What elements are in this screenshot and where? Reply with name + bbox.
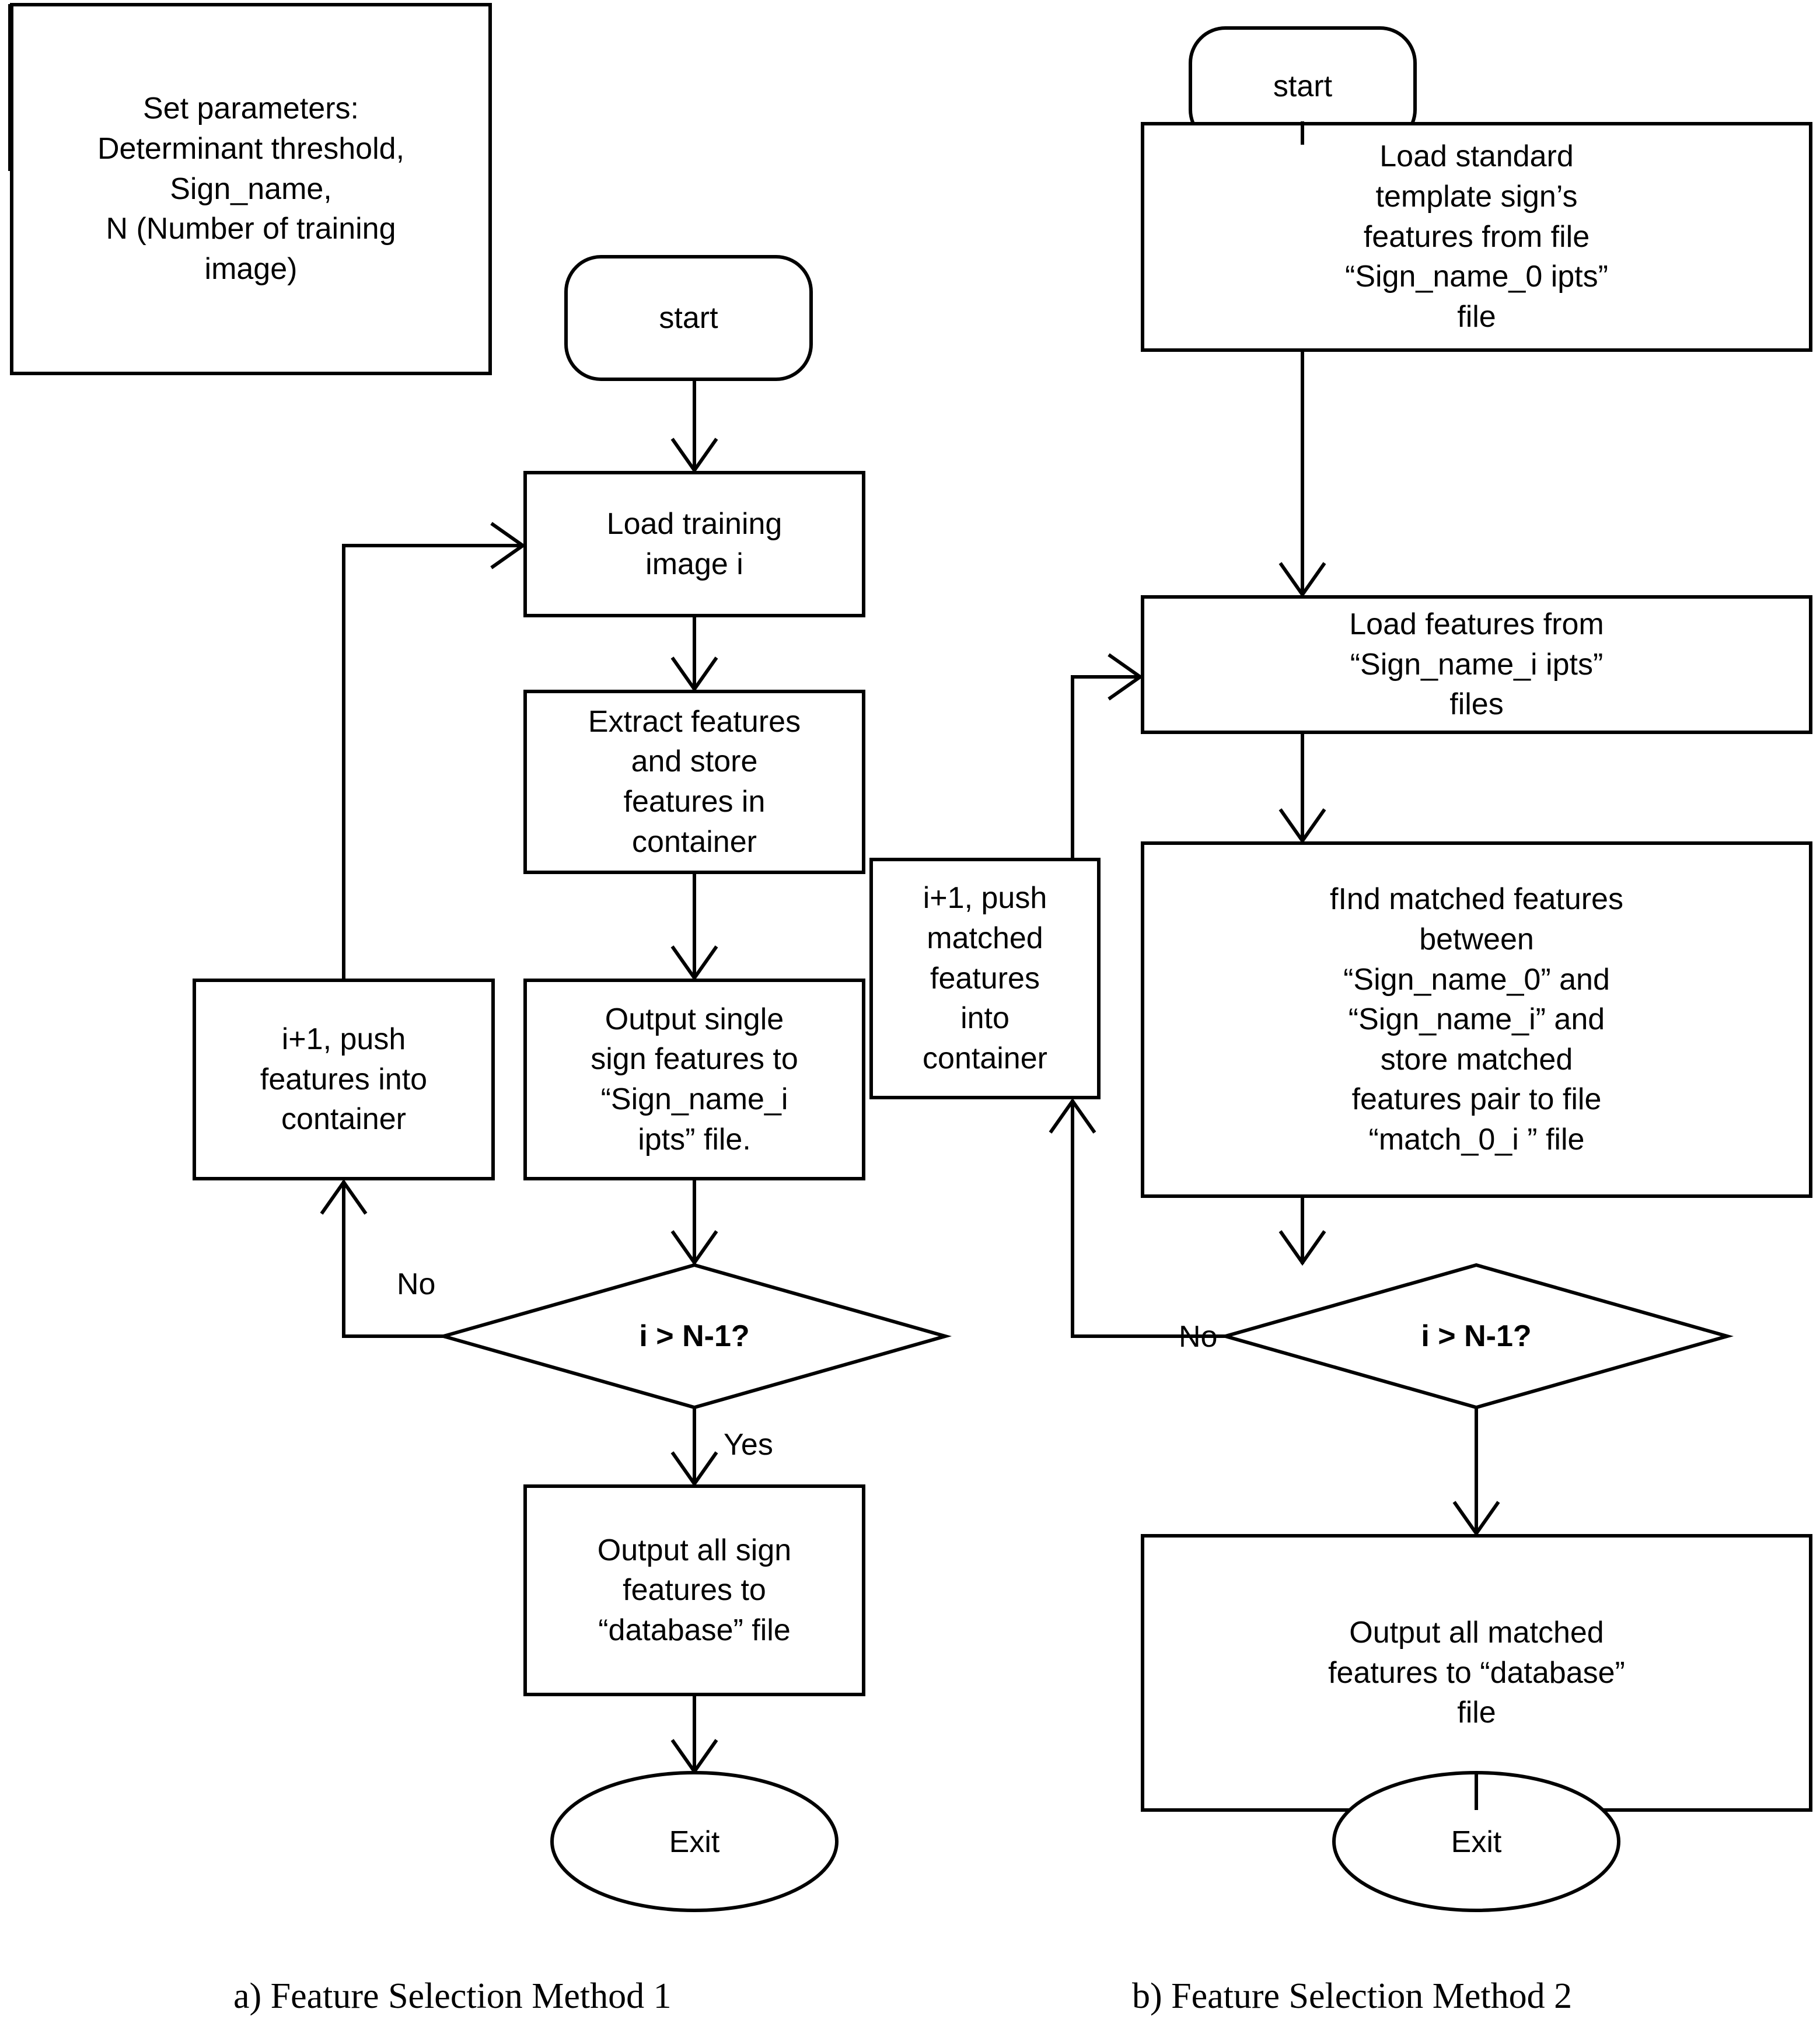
panel-b-load-standard-template-rect [1141,122,1812,352]
panel-a-arrow-yes-to-output-all [670,1451,718,1487]
panel-a-arrow-no-to-increment [320,1179,368,1215]
panel-b-connectors [1049,121,1500,1810]
panel-b-conn-no-to-increment [1071,1100,1225,1338]
panel-a-conn-increment-to-load [342,544,523,979]
panel-b-arrow-increment-to-loadfeat [1108,653,1144,701]
panel-a-arrow-increment-to-load [490,522,526,569]
panel-a-arrow-start-to-load [670,438,718,474]
panel-a-arrow-load-to-extract [670,656,718,693]
panel-a-output-single-sign-box [523,979,865,1180]
set-parameters-box [10,3,492,375]
panel-b-arrow-decision-to-output [1452,1501,1500,1537]
panel-a-decision-diamond [437,1263,952,1410]
panel-a-shapes [10,3,952,1912]
panel-b-conn-increment-to-loadfeat [1071,675,1140,858]
panel-a-arrow-extract-to-output [670,945,718,981]
panel-b-arrow-loadstd-to-loadfeat [1278,562,1326,598]
panel-a-output-all-sign-box [523,1484,865,1696]
panel-b-output-all-matched-box [1141,1534,1812,1812]
panel-b-no-label: No [1179,1320,1218,1354]
panel-a-arrow-output-all-to-exit [670,1739,718,1775]
panel-a-connectors [320,379,718,1775]
panel-a-conn-no-to-increment [342,1181,443,1338]
panel-b-increment-push-matched-box [869,858,1101,1099]
panel-b-arrow-loadfeat-to-find [1278,808,1326,844]
panel-a-increment-push-box [193,979,495,1180]
panel-b-find-matched-features-box [1141,841,1812,1198]
panel-a-extract-features-box [523,690,865,874]
panel-b-arrow-find-to-decision [1278,1230,1326,1266]
panel-b-decision [1219,1263,1734,1410]
panel-a-caption: a) Feature Selection Method 1 [233,1976,672,2016]
panel-a-no-label: No [397,1267,436,1301]
panel-b-load-features-box [1141,595,1812,734]
panel-b-arrow-no-to-increment [1049,1098,1096,1134]
panel-a-load-training-image-box [523,471,865,617]
panel-b-shapes [869,26,1812,1912]
panel-a-arrow-output-to-decision [670,1230,718,1266]
panel-b-caption: b) Feature Selection Method 2 [1132,1976,1573,2016]
panel-a-start-box [564,255,813,381]
panel-a-exit-ellipse [550,1771,839,1912]
panel-a-yes-label: Yes [724,1428,773,1462]
